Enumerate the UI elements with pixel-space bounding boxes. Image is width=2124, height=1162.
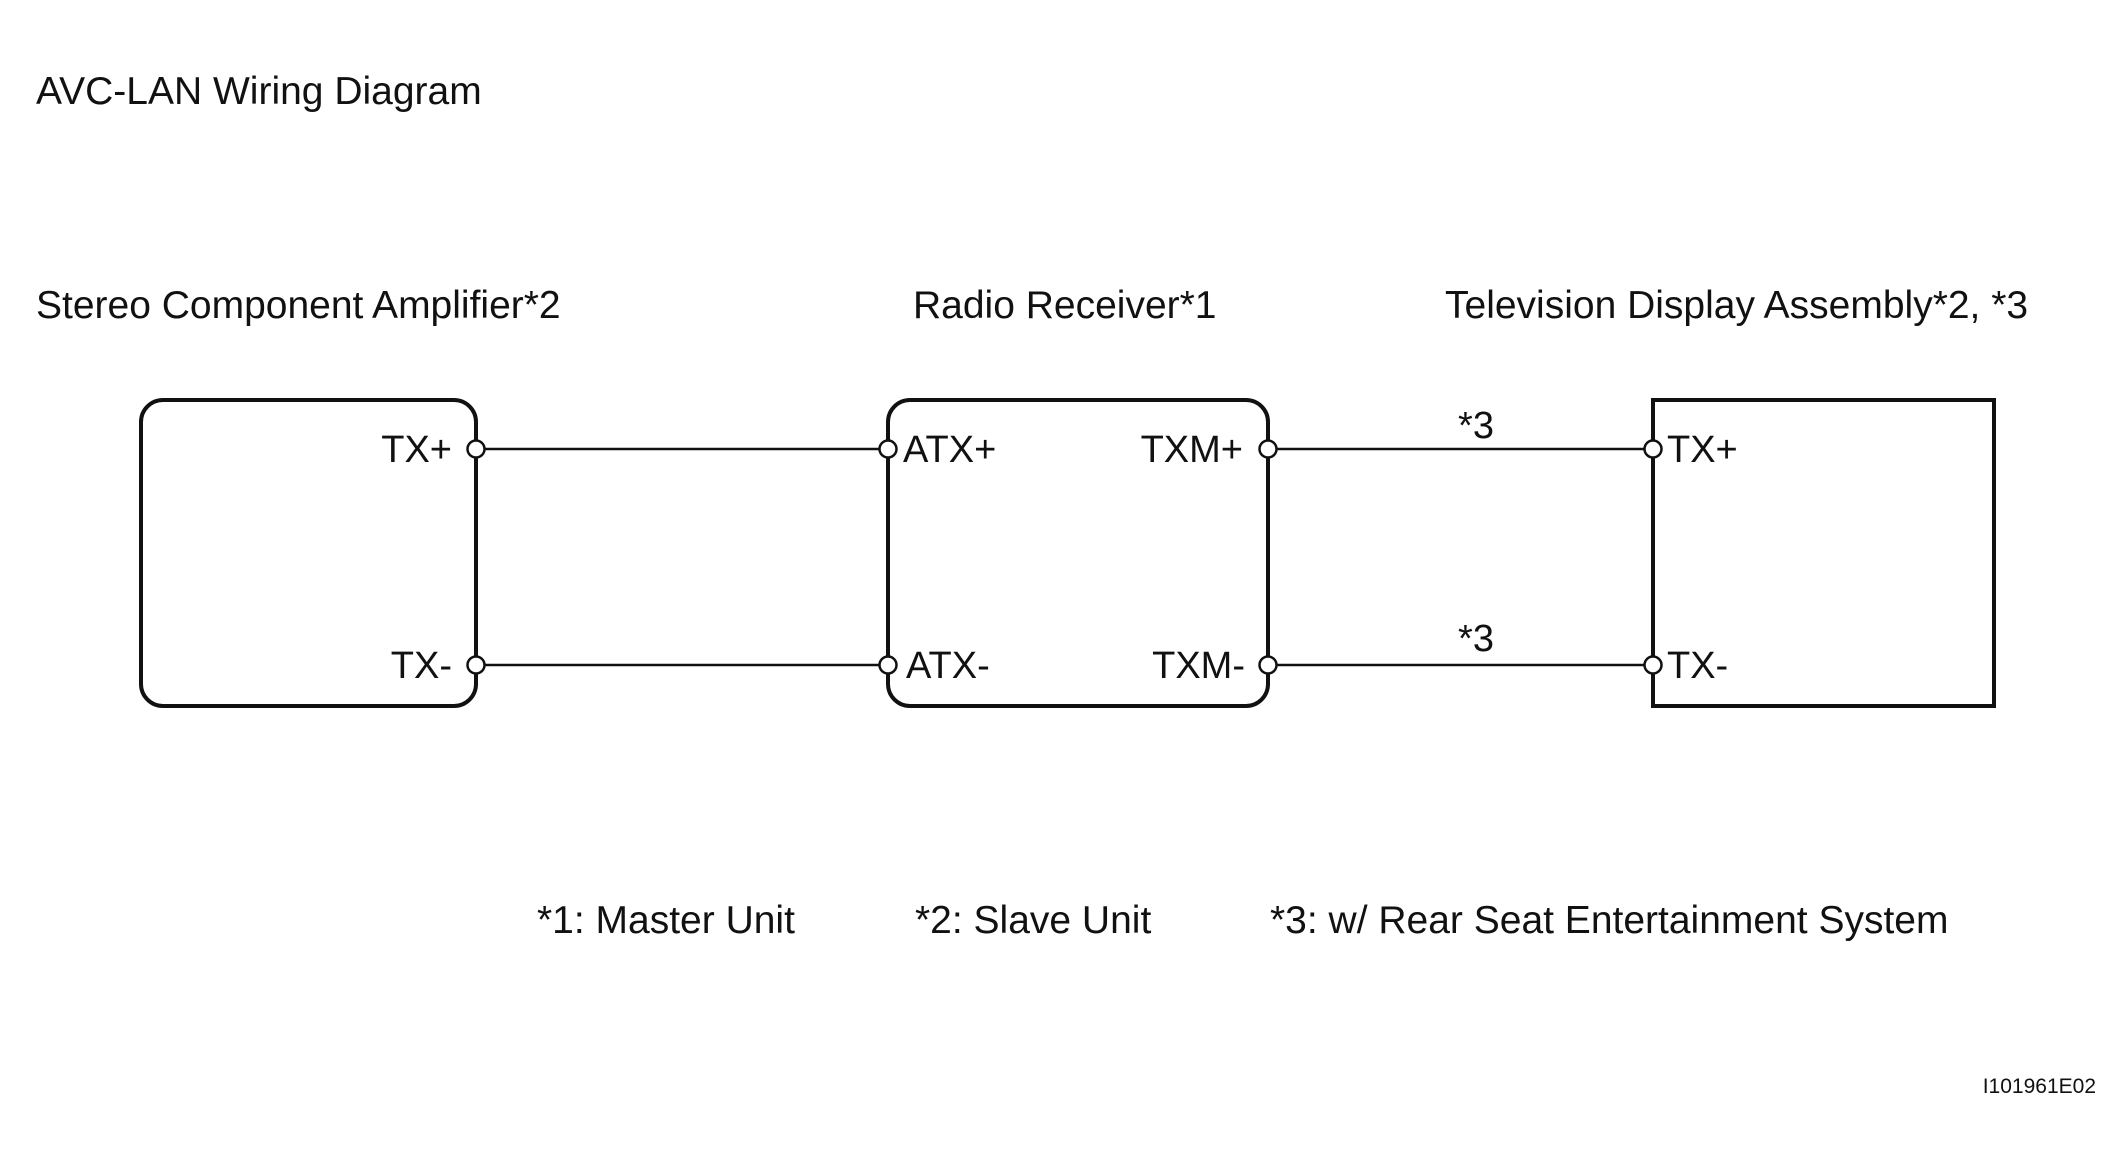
pin-label-disp-tx-minus: TX-	[1667, 645, 1728, 687]
amplifier-box	[139, 398, 478, 708]
display-name: Television Display Assembly*2, *3	[1445, 284, 2028, 327]
terminal-rcv-txm-minus	[1258, 655, 1278, 675]
footnote-3: *3: w/ Rear Seat Entertainment System	[1270, 899, 1948, 942]
diagram-title: AVC-LAN Wiring Diagram	[36, 70, 482, 113]
pin-label-rcv-atx-minus: ATX-	[906, 645, 990, 687]
terminal-rcv-atx-minus	[878, 655, 898, 675]
amplifier-name: Stereo Component Amplifier*2	[36, 284, 561, 327]
pin-label-amp-tx-plus: TX+	[381, 429, 452, 471]
terminal-rcv-atx-plus	[878, 439, 898, 459]
pin-label-rcv-txm-minus: TXM-	[1152, 645, 1245, 687]
wire-note-upper: *3	[1458, 405, 1494, 447]
figure-id: I101961E02	[1983, 1075, 2096, 1098]
terminal-disp-tx-plus	[1643, 439, 1663, 459]
receiver-box	[886, 398, 1270, 708]
receiver-name: Radio Receiver*1	[913, 284, 1217, 327]
pin-label-rcv-atx-plus: ATX+	[903, 429, 996, 471]
display-box	[1651, 398, 1996, 708]
wire-note-lower: *3	[1458, 618, 1494, 660]
pin-label-amp-tx-minus: TX-	[391, 645, 452, 687]
terminal-disp-tx-minus	[1643, 655, 1663, 675]
terminal-amp-tx-minus	[466, 655, 486, 675]
pin-label-disp-tx-plus: TX+	[1667, 429, 1738, 471]
footnote-2: *2: Slave Unit	[915, 899, 1151, 942]
terminal-rcv-txm-plus	[1258, 439, 1278, 459]
pin-label-rcv-txm-plus: TXM+	[1141, 429, 1243, 471]
footnote-1: *1: Master Unit	[537, 899, 795, 942]
terminal-amp-tx-plus	[466, 439, 486, 459]
